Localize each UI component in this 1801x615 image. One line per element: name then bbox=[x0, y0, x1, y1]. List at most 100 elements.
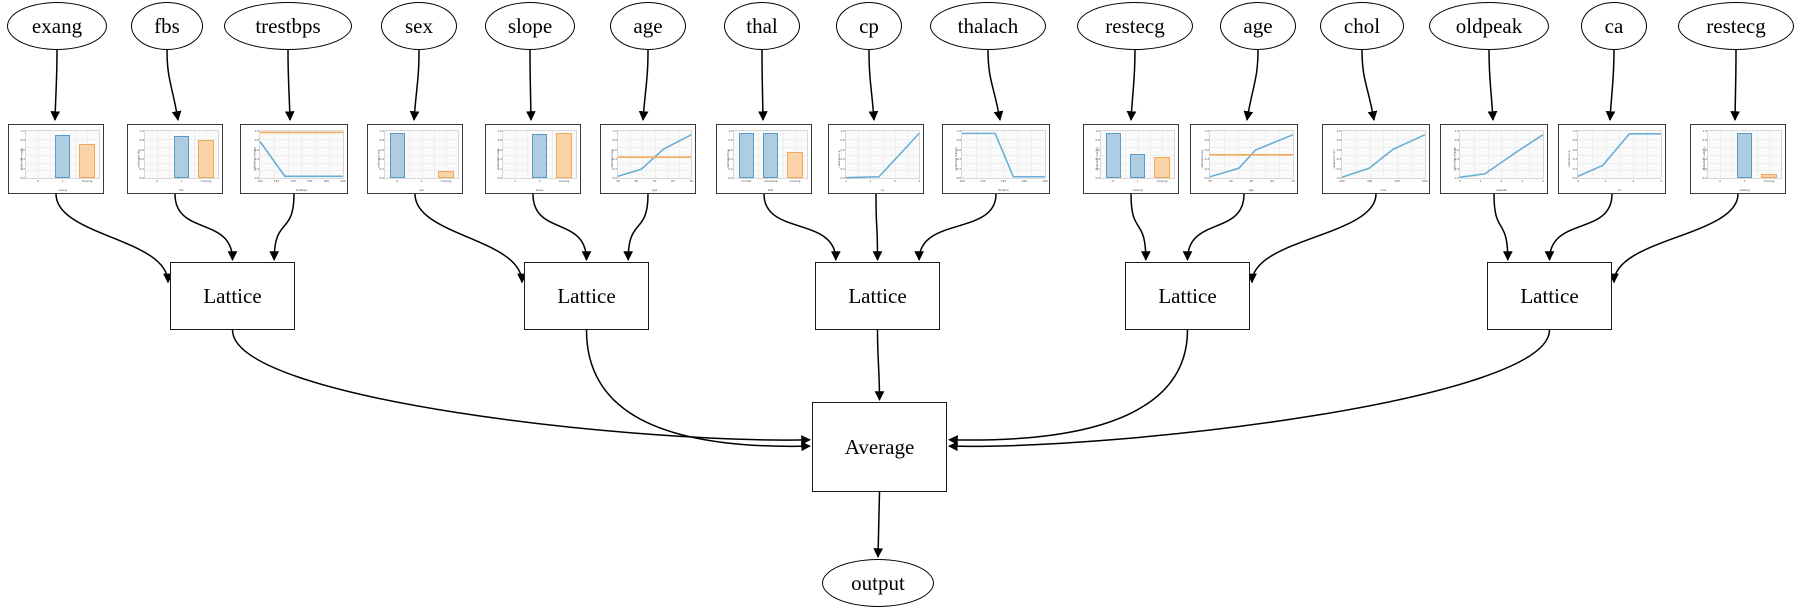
plot-ytick: 0.6 bbox=[1336, 147, 1342, 152]
plot-ytick: 0.8 bbox=[1336, 138, 1342, 143]
plot-gridline bbox=[1411, 130, 1413, 179]
edge-cal-exang-to-lattice1 bbox=[55, 193, 173, 284]
plot-xtick: 1 bbox=[61, 179, 64, 184]
input-node-restecg1[interactable]: restecg bbox=[1077, 2, 1193, 50]
lattice-node-2[interactable]: Lattice bbox=[524, 262, 649, 330]
plot-gridline bbox=[1720, 130, 1722, 179]
plot-xlabel: restecg bbox=[1132, 188, 1143, 192]
lattice-node-3[interactable]: Lattice bbox=[815, 262, 940, 330]
input-node-fbs[interactable]: fbs bbox=[131, 2, 203, 50]
edge-lattice1-to-average bbox=[231, 329, 811, 445]
plot-ytick: 0.8 bbox=[956, 138, 962, 143]
plot-xtick: 4 bbox=[918, 179, 921, 184]
lattice-node-4[interactable]: Lattice bbox=[1125, 262, 1250, 330]
edge-cal-sex-to-lattice2 bbox=[414, 193, 527, 284]
input-node-thalach[interactable]: thalach bbox=[930, 2, 1046, 50]
plot-xtick: 1 bbox=[514, 179, 517, 184]
input-node-label: thalach bbox=[957, 13, 1019, 38]
average-node[interactable]: Average bbox=[812, 402, 947, 492]
plot-xtick: 2 bbox=[1632, 179, 1635, 184]
plot-ytick: 0.4 bbox=[254, 157, 260, 162]
input-node-chol[interactable]: chol bbox=[1320, 2, 1404, 50]
edge-cal-restecg-2-to-lattice5 bbox=[1609, 193, 1739, 284]
input-node-label: restecg bbox=[1706, 13, 1766, 38]
input-node-oldpeak[interactable]: oldpeak bbox=[1429, 2, 1549, 50]
plot-xtick: 120 bbox=[980, 179, 986, 184]
plot-gridline bbox=[1732, 130, 1734, 179]
lattice-node-1[interactable]: Lattice bbox=[170, 262, 295, 330]
input-node-slope[interactable]: slope bbox=[485, 2, 575, 50]
plot-ytick: 0.4 bbox=[1336, 157, 1342, 162]
plot-ytick: 0.6 bbox=[1095, 147, 1100, 152]
plot-ylabel: calibrated ca bbox=[1567, 150, 1571, 168]
plot-gridline bbox=[1633, 130, 1635, 179]
output-node[interactable]: output bbox=[822, 559, 934, 607]
edge-slope-to-cal-slope bbox=[525, 49, 536, 121]
plot-xlabel: thal bbox=[767, 188, 774, 192]
plot-gridline bbox=[642, 130, 644, 179]
plot-ytick: 0.2 bbox=[379, 166, 384, 171]
input-node-exang[interactable]: exang bbox=[7, 2, 107, 50]
lattice-node-label: Lattice bbox=[1158, 283, 1217, 308]
plot-ytick: 0.0 bbox=[612, 176, 617, 181]
plot-ytick: 0.2 bbox=[1572, 166, 1578, 171]
input-node-restecg2[interactable]: restecg bbox=[1678, 2, 1794, 50]
edge-cal-thal-to-lattice3 bbox=[763, 193, 841, 261]
plot-ytick: 1.0 bbox=[379, 128, 384, 133]
plot-xtick: 140 bbox=[290, 179, 296, 184]
plot-xlabel: sex bbox=[419, 188, 424, 192]
input-node-cp[interactable]: cp bbox=[836, 2, 902, 50]
plot-gridline bbox=[301, 130, 303, 179]
plot-ytick: 1.0 bbox=[728, 128, 733, 133]
plot-xtick: 1 bbox=[1743, 179, 1746, 184]
plot-ytick: 0.0 bbox=[1572, 176, 1578, 181]
plot-line-layer bbox=[962, 131, 1045, 179]
plot-ytick: 0.4 bbox=[1204, 157, 1210, 162]
plot-ytick: 1.0 bbox=[139, 128, 144, 133]
input-node-label: sex bbox=[405, 13, 433, 38]
plot-ytick: 0.4 bbox=[1572, 157, 1578, 162]
input-node-label: fbs bbox=[154, 13, 180, 38]
plot-gridline bbox=[1487, 130, 1489, 179]
input-node-label: slope bbox=[507, 13, 553, 38]
edge-cp-to-cal-cp bbox=[868, 49, 879, 121]
input-node-age[interactable]: age bbox=[610, 2, 686, 50]
plot-gridline bbox=[1355, 130, 1357, 179]
input-node-ca[interactable]: ca bbox=[1581, 2, 1647, 50]
plot-xtick: 120 bbox=[273, 179, 280, 184]
plot-ytick: 0.4 bbox=[1454, 157, 1460, 162]
plot-xlabel: exang bbox=[58, 188, 67, 192]
plot-ytick: 0.8 bbox=[497, 138, 502, 143]
plot-xtick: 0 bbox=[1459, 179, 1461, 184]
plot-xtick: 0 bbox=[37, 179, 40, 184]
edge-cal-fbs-to-lattice1 bbox=[174, 193, 238, 261]
plot-line-layer bbox=[1578, 131, 1661, 179]
plot-ytick: 0.6 bbox=[20, 147, 25, 152]
plot-ytick: 1.0 bbox=[840, 128, 845, 133]
plot-ytick: 0.0 bbox=[1702, 176, 1707, 181]
lattice-node-5[interactable]: Lattice bbox=[1487, 262, 1612, 330]
plot-xtick: 0 bbox=[396, 179, 399, 184]
plot-line-layer bbox=[1460, 131, 1543, 179]
input-node-age2[interactable]: age bbox=[1220, 2, 1296, 50]
plot-xtick: 200 bbox=[1339, 179, 1345, 184]
plot-gridline bbox=[551, 130, 553, 179]
plot-ytick: 0.0 bbox=[379, 176, 384, 181]
plot-ytick: 0.0 bbox=[254, 176, 260, 181]
plot-bar bbox=[198, 140, 214, 179]
input-node-trestbps[interactable]: trestbps bbox=[224, 2, 352, 50]
input-node-sex[interactable]: sex bbox=[381, 2, 457, 50]
input-node-thal[interactable]: thal bbox=[724, 2, 800, 50]
input-node-label: ca bbox=[1604, 13, 1624, 38]
plot-gridline bbox=[666, 130, 668, 179]
edge-cal-thalach-to-lattice3 bbox=[914, 193, 997, 261]
input-node-label: thal bbox=[746, 13, 778, 38]
lattice-node-label: Lattice bbox=[1520, 283, 1579, 308]
plot-ytick: 0.6 bbox=[1572, 147, 1578, 152]
edge-oldpeak-to-cal-oldpeak bbox=[1487, 49, 1498, 121]
plot-gridline bbox=[329, 130, 331, 179]
